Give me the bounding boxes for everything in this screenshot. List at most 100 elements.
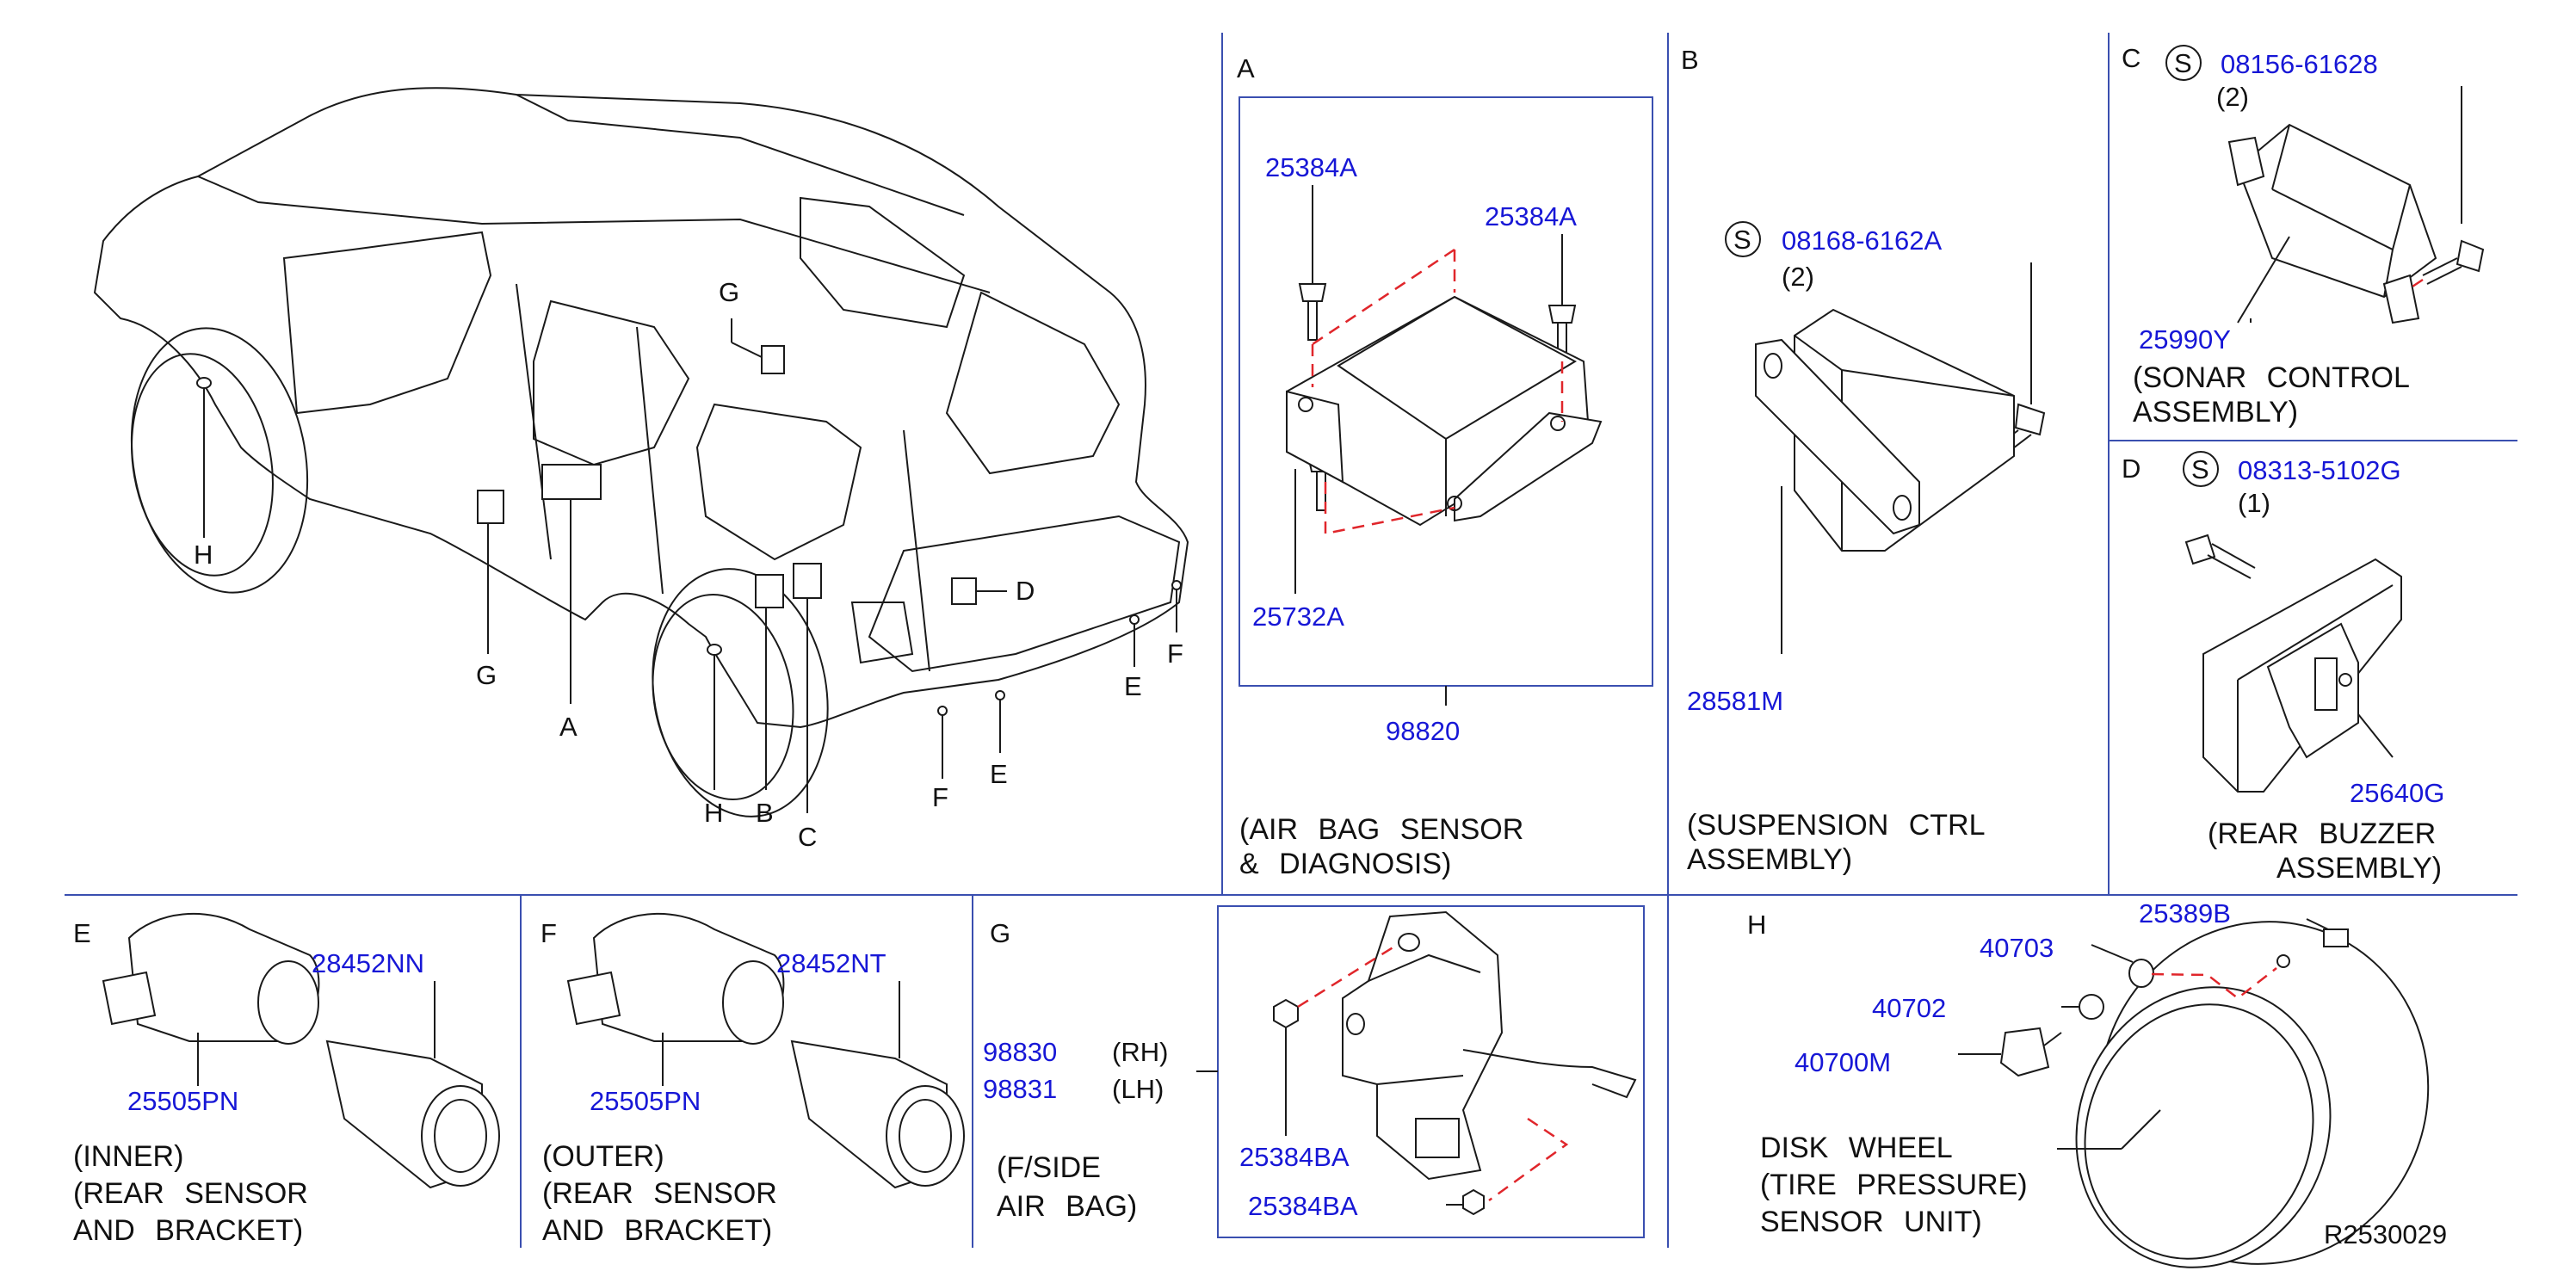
bolt-icon bbox=[2014, 403, 2046, 436]
s-symbol: S bbox=[2191, 454, 2209, 484]
assembly-98820[interactable]: 98820 bbox=[1386, 716, 1460, 746]
section-c-letter: C bbox=[2122, 43, 2140, 73]
section-c: C S 08156-61628 (2) 25990Y (SONAR CONTRO… bbox=[2122, 43, 2485, 429]
part-25384a-right[interactable]: 25384A bbox=[1485, 201, 1577, 231]
part-08313-5102g[interactable]: 08313-5102G bbox=[2238, 455, 2401, 485]
part-08313-5102g-qty: (1) bbox=[2238, 488, 2270, 518]
part-08156-61628[interactable]: 08156-61628 bbox=[2221, 49, 2378, 79]
bolt-icon bbox=[1298, 283, 1327, 302]
car-valve-h-rear bbox=[707, 644, 722, 656]
section-g: G 98830 (RH) 98831 (LH) 25384BA 25384BA … bbox=[983, 905, 1645, 1238]
section-d-caption-1: (REAR BUZZER bbox=[2208, 817, 2436, 850]
car-component-a bbox=[541, 464, 602, 500]
section-g-letter: G bbox=[990, 918, 1010, 948]
part-40703[interactable]: 40703 bbox=[1980, 933, 2054, 963]
assembly-25990y[interactable]: 25990Y bbox=[2139, 324, 2231, 355]
s-symbol-icon bbox=[2165, 45, 2202, 81]
bolt-icon bbox=[2456, 239, 2485, 273]
vehicle-overview: G H G A D H B C F E E F bbox=[93, 87, 1189, 852]
section-a-letter: A bbox=[1237, 53, 1255, 83]
section-h-letter: H bbox=[1747, 910, 1766, 940]
section-f-caption-3: AND BRACKET) bbox=[542, 1214, 772, 1247]
part-08168-6162a[interactable]: 08168-6162A bbox=[1782, 225, 1942, 256]
car-component-b bbox=[755, 574, 784, 608]
callout-f-lower: F bbox=[932, 782, 948, 812]
section-b-letter: B bbox=[1681, 45, 1699, 75]
car-component-c bbox=[793, 563, 822, 599]
part-08156-61628-qty: (2) bbox=[2216, 82, 2249, 112]
section-h-caption-1: DISK WHEEL bbox=[1760, 1132, 1953, 1164]
callout-e-upper: E bbox=[1124, 671, 1142, 701]
car-component-g-upper bbox=[761, 345, 785, 374]
car-component-g bbox=[477, 490, 504, 524]
grommet-icon bbox=[2128, 959, 2154, 988]
section-d-caption-2: ASSEMBLY) bbox=[2276, 852, 2442, 885]
s-symbol: S bbox=[1733, 225, 1751, 255]
part-98831[interactable]: 98831 bbox=[983, 1074, 1057, 1104]
section-e-caption-3: AND BRACKET) bbox=[73, 1214, 303, 1247]
callout-a: A bbox=[559, 712, 578, 742]
section-f-caption-2: (REAR SENSOR bbox=[542, 1177, 777, 1210]
part-25505pn-outer[interactable]: 25505PN bbox=[590, 1086, 701, 1116]
section-c-caption-1: (SONAR CONTROL bbox=[2133, 361, 2410, 394]
section-b-caption-2: ASSEMBLY) bbox=[1687, 843, 1852, 876]
callout-f-upper: F bbox=[1167, 638, 1183, 669]
section-e-caption-1: (INNER) bbox=[73, 1140, 183, 1173]
car-valve-h-front bbox=[196, 377, 212, 389]
assembly-28581m[interactable]: 28581M bbox=[1687, 686, 1783, 716]
part-98831-side: (LH) bbox=[1112, 1074, 1164, 1104]
callout-g-lower: G bbox=[476, 660, 497, 690]
section-a: A 25384A 25384A 25732A 98820 (AIR BAG SE… bbox=[1237, 53, 1653, 880]
part-25389b[interactable]: 25389B bbox=[2139, 898, 2231, 928]
section-d-letter: D bbox=[2122, 453, 2140, 484]
car-component-d bbox=[951, 577, 977, 605]
valve-cap-icon bbox=[2323, 928, 2349, 947]
section-g-caption-2: AIR BAG) bbox=[997, 1190, 1137, 1223]
part-25732a[interactable]: 25732A bbox=[1252, 601, 1344, 632]
part-98830-side: (RH) bbox=[1112, 1037, 1168, 1067]
part-40702[interactable]: 40702 bbox=[1872, 993, 1946, 1023]
callout-d: D bbox=[1016, 576, 1035, 606]
callout-e-lower: E bbox=[990, 759, 1008, 789]
section-g-caption-1: (F/SIDE bbox=[997, 1151, 1101, 1184]
callout-c: C bbox=[798, 822, 817, 852]
part-25384ba-upper[interactable]: 25384BA bbox=[1239, 1142, 1350, 1172]
diagram-reference: R2530029 bbox=[2324, 1219, 2447, 1249]
section-b-caption-1: (SUSPENSION CTRL bbox=[1687, 809, 1986, 842]
s-symbol: S bbox=[2174, 48, 2192, 78]
part-25505pn-inner[interactable]: 25505PN bbox=[127, 1086, 238, 1116]
section-d: D S 08313-5102G (1) 25640G (REAR BUZZER … bbox=[2122, 451, 2444, 885]
section-e-caption-2: (REAR SENSOR bbox=[73, 1177, 308, 1210]
bolt-icon bbox=[2184, 534, 2216, 565]
section-h-caption-2: (TIRE PRESSURE) bbox=[1760, 1169, 2028, 1201]
part-28452nt[interactable]: 28452NT bbox=[776, 948, 886, 978]
assembly-25640g[interactable]: 25640G bbox=[2350, 778, 2444, 808]
nut-icon bbox=[1462, 1188, 1485, 1216]
part-25384ba-lower[interactable]: 25384BA bbox=[1248, 1191, 1358, 1221]
section-b: B S 08168-6162A (2) 28581M (SUSPENSION C… bbox=[1681, 45, 2046, 876]
part-25384a-left[interactable]: 25384A bbox=[1265, 152, 1357, 182]
callout-g-upper: G bbox=[719, 277, 739, 307]
tpms-sensor-icon bbox=[1999, 1027, 2050, 1077]
bolt-icon bbox=[1547, 305, 1577, 324]
s-symbol-icon bbox=[2183, 451, 2219, 487]
section-h: H 25389B 40703 40702 40700M DISK WHEEL (… bbox=[1747, 898, 2430, 1268]
section-f-letter: F bbox=[541, 918, 557, 948]
part-98830[interactable]: 98830 bbox=[983, 1037, 1057, 1067]
washer-icon bbox=[2079, 994, 2104, 1020]
part-08168-6162a-qty: (2) bbox=[1782, 262, 1814, 292]
nut-icon bbox=[1273, 998, 1299, 1029]
part-40700m[interactable]: 40700M bbox=[1795, 1047, 1891, 1077]
s-symbol-icon bbox=[1725, 221, 1761, 257]
section-f-caption-1: (OUTER) bbox=[542, 1140, 664, 1173]
section-e: E 28452NN 25505PN (INNER) (REAR SENSOR A… bbox=[73, 912, 500, 1247]
sonar-control-module bbox=[2236, 123, 2437, 299]
section-a-caption-2: & DIAGNOSIS) bbox=[1239, 848, 1451, 880]
part-28452nn[interactable]: 28452NN bbox=[312, 948, 424, 978]
callout-b: B bbox=[756, 798, 774, 828]
side-airbag-module bbox=[1342, 910, 1504, 1181]
callout-h-rear: H bbox=[704, 798, 723, 828]
section-e-letter: E bbox=[73, 918, 91, 948]
section-f: F 28452NT 25505PN (OUTER) (REAR SENSOR A… bbox=[541, 912, 965, 1247]
